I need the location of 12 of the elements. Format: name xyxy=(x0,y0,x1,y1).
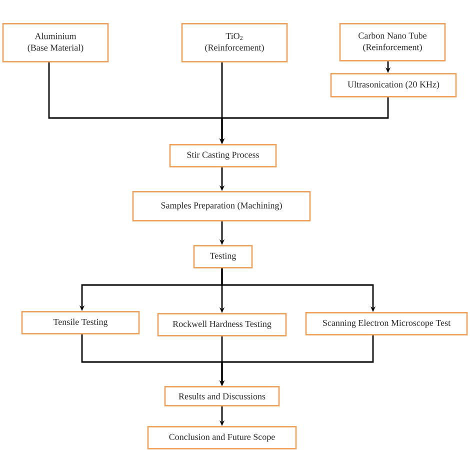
process-box: Conclusion and Future Scope xyxy=(147,426,297,450)
process-box: Rockwell Hardness Testing xyxy=(157,313,287,336)
process-box: Scanning Electron Microscope Test xyxy=(305,312,468,336)
process-box: Aluminium (Base Material) xyxy=(2,23,109,62)
process-box: Stir Casting Process xyxy=(169,144,277,168)
process-box: Carbon Nano Tube (Reinforcement) xyxy=(339,23,446,62)
process-box: Tensile Testing xyxy=(21,311,140,334)
process-box: Ultrasonication (20 KHz) xyxy=(330,73,457,98)
process-box: Samples Preparation (Machining) xyxy=(132,191,311,222)
process-box: TiO$_{2}$ (Reinforcement) xyxy=(181,23,288,62)
process-box: Results and Discussions xyxy=(164,386,280,406)
process-box: Testing xyxy=(193,245,253,268)
